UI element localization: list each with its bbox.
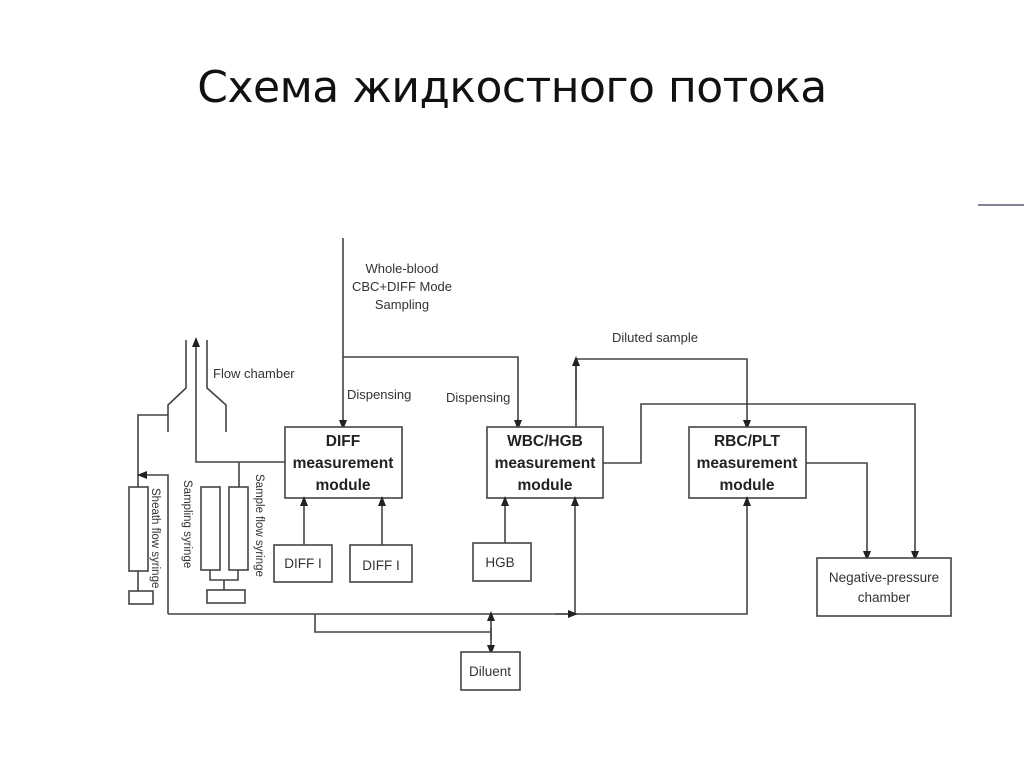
dispensing-label-2: Dispensing	[446, 390, 510, 405]
diluent-box	[460, 651, 521, 691]
sampling-label-2: CBC+DIFF Mode	[352, 279, 452, 294]
dispensing-branch-line	[343, 356, 522, 430]
hgb-box	[472, 542, 532, 582]
sheath-return-line	[137, 471, 169, 614]
flow-chamber-center-line	[192, 337, 285, 463]
sampling-label-1: Whole-blood	[366, 261, 439, 276]
wbc-hgb-module-label-1: WBC/HGB	[507, 433, 583, 450]
sheath-syringe-barrel	[128, 486, 149, 572]
dispensing-label-1: Dispensing	[347, 387, 411, 402]
diff-reagent-box-2	[349, 544, 413, 583]
sampling-syringe-label: Sampling syringe	[181, 480, 193, 568]
diff-reagent-label-2: DIFF I	[362, 558, 400, 573]
diff-reagent-label-1: DIFF I	[284, 556, 322, 571]
diluted-sample-line	[575, 358, 751, 430]
diluted-sample-label: Diluted sample	[612, 330, 698, 345]
wbc-hgb-module-box	[486, 426, 604, 499]
syringe-yoke	[209, 570, 239, 581]
flow-chamber-right-wall	[206, 340, 227, 432]
sheath-syringe-label: Sheath flow syringe	[149, 488, 161, 588]
negative-pressure-chamber-box	[816, 557, 952, 617]
hgb-label: HGB	[485, 555, 514, 570]
diff-module-label-1: DIFF	[326, 433, 360, 450]
rbc-plt-module-label-2: measurement	[697, 455, 798, 472]
sample-flow-syringe-label: Sample flow syringe	[253, 474, 265, 577]
wbc-hgb-module-label-3: module	[517, 477, 572, 494]
sheath-line-top	[137, 414, 168, 488]
diff-reagent-box-1	[273, 544, 333, 583]
decorative-divider	[978, 204, 1024, 206]
main-diluent-line	[168, 496, 751, 615]
negative-pressure-label-2: chamber	[858, 590, 911, 605]
sheath-syringe-handle	[128, 590, 154, 605]
syringe-yoke-handle	[206, 589, 246, 604]
rbc-plt-module-box	[688, 426, 807, 499]
rbc-plt-module-label-1: RBC/PLT	[714, 433, 781, 450]
wbc-hgb-module-label-2: measurement	[495, 455, 596, 472]
sampling-syringe-barrel	[200, 486, 221, 571]
diff-module-label-3: module	[315, 477, 370, 494]
sample-flow-syringe-barrel	[228, 486, 249, 571]
slide-title: Схема жидкостного потока	[197, 62, 827, 113]
flow-chamber-label: Flow chamber	[213, 366, 295, 381]
rbc-plt-module-label-3: module	[719, 477, 774, 494]
secondary-diluent-line	[314, 614, 490, 633]
diff-module-box	[284, 426, 403, 499]
flow-chamber-left-wall	[167, 340, 187, 432]
diff-module-label-2: measurement	[293, 455, 394, 472]
wbc-waste-line	[603, 403, 919, 561]
diluent-label: Diluent	[469, 664, 511, 679]
negative-pressure-label-1: Negative-pressure	[829, 570, 939, 585]
rbc-waste-line	[806, 462, 871, 561]
sampling-label-3: Sampling	[375, 297, 429, 312]
